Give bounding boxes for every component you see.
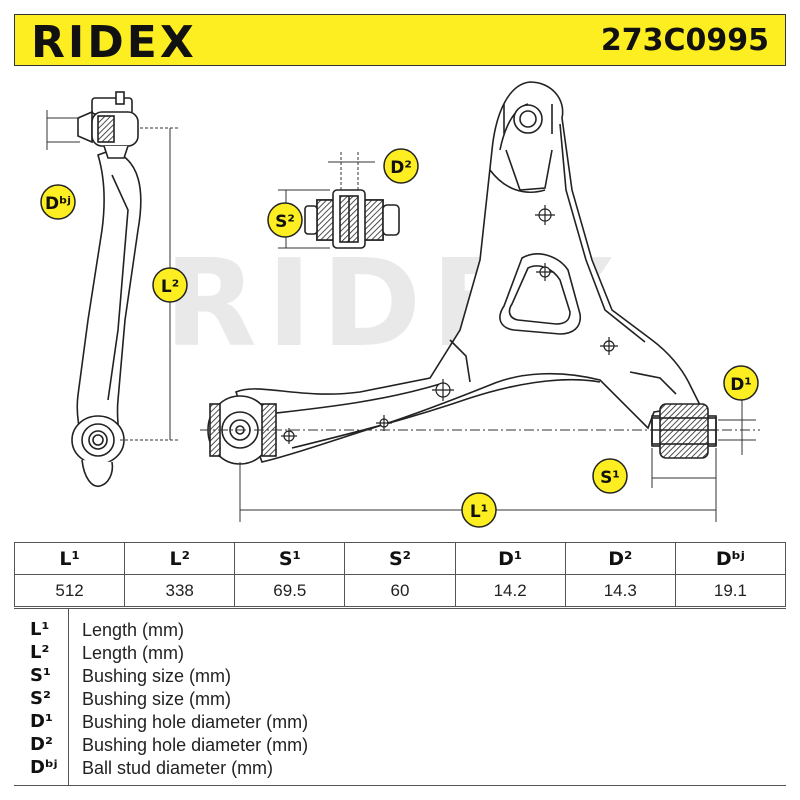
spec-header-cell: D¹ — [454, 542, 566, 575]
legend-description: Bushing hole diameter (mm) — [82, 712, 309, 732]
badge-dbj: Dᵇʲ — [40, 184, 76, 220]
badge-l1-label: L¹ — [470, 502, 488, 522]
spec-value-cell: 512 — [13, 574, 126, 607]
badge-s1: S¹ — [592, 458, 628, 494]
legend-row: L¹ Length (mm) — [14, 619, 786, 641]
legend-description: Bushing hole diameter (mm) — [82, 735, 309, 755]
legend-row: S¹ Bushing size (mm) — [14, 665, 786, 687]
spec-header-cell: D² — [564, 542, 676, 575]
spec-value-cell: 338 — [124, 574, 236, 607]
badge-l1: L¹ — [461, 492, 497, 528]
legend-row: D² Bushing hole diameter (mm) — [14, 734, 786, 756]
legend-divider — [68, 609, 69, 785]
legend-key: L¹ — [30, 619, 50, 640]
small-bushing-dimensions — [278, 152, 375, 249]
legend-description: Bushing size (mm) — [82, 689, 232, 709]
legend-key: S¹ — [30, 665, 51, 686]
spec-value-cell: 60 — [344, 574, 456, 607]
main-control-arm — [234, 81, 702, 463]
legend-panel: L¹ Length (mm) L² Length (mm) S¹ Bushing… — [14, 608, 786, 786]
spec-value-row: 512 338 69.5 60 14.2 14.3 19.1 — [13, 574, 787, 607]
spec-header-cell: S¹ — [234, 542, 346, 575]
legend-key: L² — [30, 642, 50, 663]
legend-key: S² — [30, 688, 51, 709]
small-bushing — [304, 189, 400, 249]
brand-logo: RIDEX — [31, 17, 197, 68]
header-bar: RIDEX 273C0995 — [14, 14, 786, 68]
legend-row: Dᵇʲ Ball stud diameter (mm) — [14, 757, 786, 779]
side-view-arm — [71, 91, 142, 487]
legend-row: S² Bushing size (mm) — [14, 688, 786, 710]
spec-value-cell: 19.1 — [674, 574, 787, 607]
badge-dbj-label: Dᵇʲ — [45, 194, 71, 214]
spec-value-cell: 69.5 — [234, 574, 346, 607]
spec-table: L¹ L² S¹ S² D¹ D² Dᵇʲ 512 338 69.5 60 14… — [13, 542, 787, 607]
legend-key: D² — [30, 734, 53, 755]
badge-l2-label: L² — [161, 277, 179, 297]
spec-header-cell: S² — [344, 542, 456, 575]
badge-d1: D¹ — [723, 365, 759, 401]
legend-key: Dᵇʲ — [30, 757, 58, 778]
badge-d1-label: D¹ — [730, 375, 752, 395]
spec-header-cell: Dᵇʲ — [674, 542, 787, 575]
legend-row: D¹ Bushing hole diameter (mm) — [14, 711, 786, 733]
mounting-hole-marks — [281, 205, 618, 444]
spec-value-cell: 14.3 — [564, 574, 676, 607]
badge-s2-label: S² — [275, 212, 295, 232]
rear-bushing — [651, 403, 717, 459]
badge-s2: S² — [267, 202, 303, 238]
legend-key: D¹ — [30, 711, 53, 732]
legend-description: Length (mm) — [82, 643, 185, 663]
badge-d2-label: D² — [390, 158, 412, 178]
legend-description: Bushing size (mm) — [82, 666, 232, 686]
spec-header-cell: L² — [124, 542, 236, 575]
spec-header-cell: L¹ — [13, 542, 126, 575]
part-number: 273C0995 — [600, 23, 769, 58]
badge-d2: D² — [383, 148, 419, 184]
technical-drawing: RIDEX — [40, 81, 760, 528]
legend-description: Ball stud diameter (mm) — [82, 758, 274, 778]
legend-description: Length (mm) — [82, 620, 185, 640]
legend-row: L² Length (mm) — [14, 642, 786, 664]
spec-value-cell: 14.2 — [454, 574, 566, 607]
badge-s1-label: S¹ — [600, 468, 620, 488]
badge-l2: L² — [152, 267, 188, 303]
spec-header-row: L¹ L² S¹ S² D¹ D² Dᵇʲ — [13, 542, 787, 575]
